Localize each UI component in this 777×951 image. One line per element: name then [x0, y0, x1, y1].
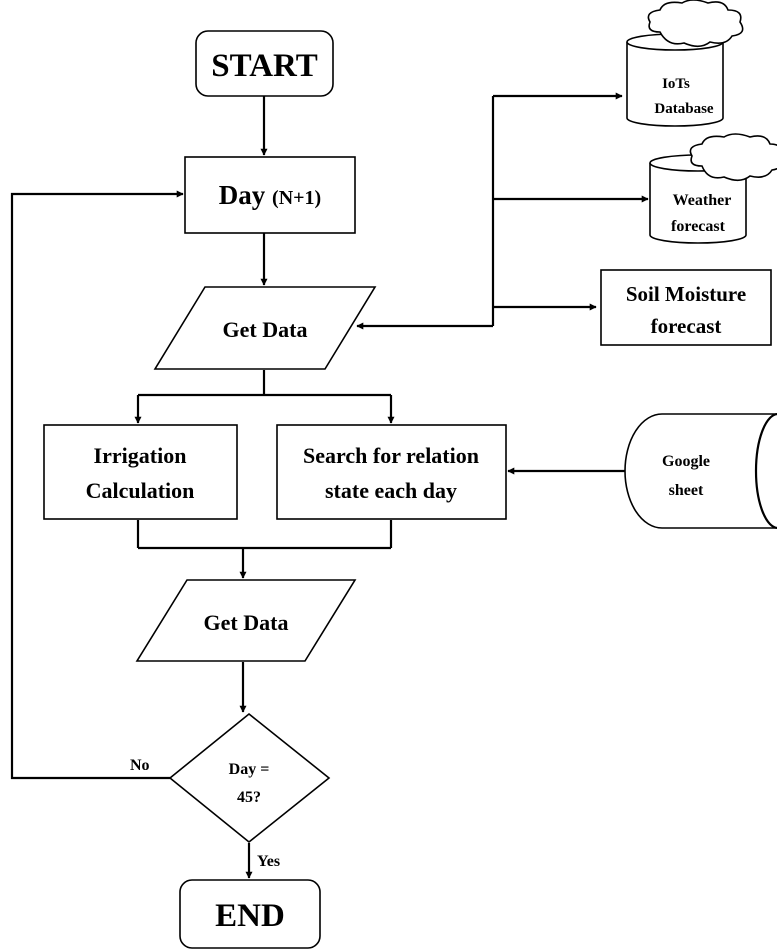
- cloud-icon: [647, 0, 744, 48]
- connectors: [10, 92, 649, 879]
- end-terminal: END: [179, 879, 321, 949]
- weather-forecast: Weather forecast: [649, 133, 777, 244]
- get-data-1-label: Get Data: [223, 317, 308, 342]
- google-line2: sheet: [669, 482, 704, 499]
- day-label: Day (N+1): [219, 180, 321, 210]
- start-label: START: [211, 48, 317, 84]
- weather-line1: Weather: [673, 192, 732, 209]
- weather-line2: forecast: [671, 218, 726, 235]
- day-suffix: (N+1): [272, 187, 321, 209]
- get-data-2-label: Get Data: [204, 610, 289, 635]
- google-sheet-icon: [624, 413, 777, 529]
- iots-line2: Database: [654, 101, 714, 117]
- search-line1: Search for relation: [303, 443, 479, 468]
- decision-line1: Day =: [229, 761, 270, 778]
- day-main: Day: [219, 180, 266, 210]
- iots-database: IoTs Database: [626, 0, 744, 127]
- database-icon: [649, 163, 747, 244]
- arrow-no-loop: [10, 190, 184, 780]
- day-45-decision: Day = 45?: [168, 712, 331, 844]
- soil-line2: forecast: [651, 314, 722, 338]
- search-relation-process: Search for relation state each day: [276, 424, 507, 520]
- start-terminal: START: [195, 30, 334, 97]
- irrigation-line2: Calculation: [86, 478, 195, 503]
- end-label: END: [215, 898, 285, 934]
- search-line2: state each day: [325, 478, 457, 503]
- soil-moisture-forecast: Soil Moisture forecast: [600, 269, 772, 346]
- get-data-input-1: Get Data: [153, 286, 377, 370]
- soil-line1: Soil Moisture: [626, 282, 746, 306]
- yes-label: Yes: [257, 853, 280, 870]
- google-sheet: Google sheet: [624, 413, 777, 529]
- database-icon: [626, 42, 724, 127]
- irrigation-calculation-process: Irrigation Calculation: [43, 424, 238, 520]
- google-line1: Google: [662, 453, 710, 470]
- iots-line1: IoTs: [662, 76, 690, 92]
- decision-line2: 45?: [237, 789, 261, 806]
- no-label: No: [130, 757, 150, 774]
- get-data-input-2: Get Data: [135, 579, 357, 662]
- cloud-icon: [689, 133, 777, 182]
- irrigation-line1: Irrigation: [94, 443, 187, 468]
- day-process: Day (N+1): [184, 156, 356, 234]
